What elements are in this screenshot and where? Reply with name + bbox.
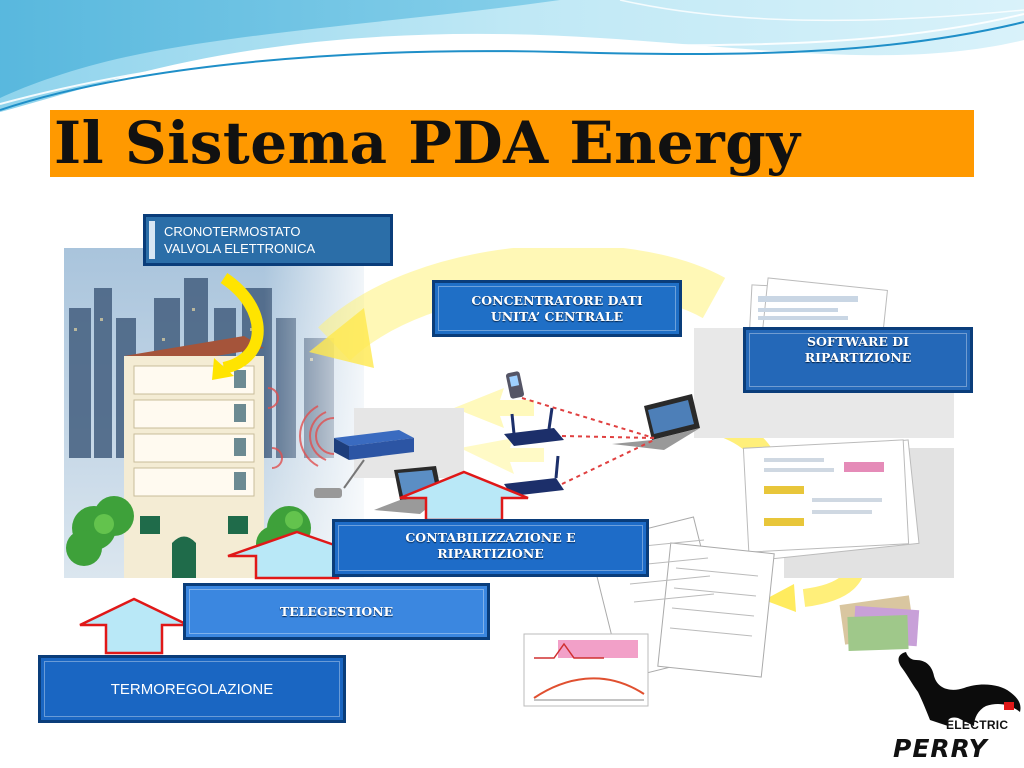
label-contab-line1: CONTABILIZZAZIONE E bbox=[405, 530, 576, 545]
label-cronotermostato: CRONOTERMOSTATO VALVOLA ELETTRONICA bbox=[143, 214, 393, 266]
label-termoregolazione-text: TERMOREGOLAZIONE bbox=[110, 680, 274, 698]
label-concentratore-line1: CONCENTRATORE DATI bbox=[471, 292, 643, 308]
label-cronotermostato-line1: CRONOTERMOSTATO bbox=[164, 224, 301, 239]
up-arrow-icon bbox=[399, 470, 529, 522]
label-concentratore: CONCENTRATORE DATI UNITA’ CENTRALE bbox=[432, 280, 682, 337]
logo-perry-text: PERRY bbox=[893, 734, 988, 763]
label-contab-line2: RIPARTIZIONE bbox=[437, 546, 544, 561]
label-software-line2: RIPARTIZIONE bbox=[804, 350, 912, 365]
label-concentratore-line2: UNITA’ CENTRALE bbox=[490, 308, 624, 324]
logo-electric-text: ELECTRIC bbox=[946, 718, 1009, 732]
title-bar bbox=[50, 110, 974, 177]
label-telegestione: TELEGESTIONE bbox=[183, 583, 490, 640]
label-software: SOFTWARE DI RIPARTIZIONE bbox=[743, 327, 973, 393]
label-cronotermostato-line2: VALVOLA ELETTRONICA bbox=[164, 241, 316, 256]
header-wave-decoration bbox=[0, 0, 1024, 112]
label-termoregolazione: TERMOREGOLAZIONE bbox=[38, 655, 346, 723]
up-arrow-icon bbox=[79, 597, 189, 655]
kangaroo-icon bbox=[898, 652, 1021, 726]
slide-title: Il Sistema PDA Energy bbox=[54, 109, 801, 177]
label-contabilizzazione: CONTABILIZZAZIONE E RIPARTIZIONE bbox=[332, 519, 649, 577]
label-software-line1: SOFTWARE DI bbox=[807, 334, 909, 349]
label-telegestione-text: TELEGESTIONE bbox=[279, 603, 394, 619]
